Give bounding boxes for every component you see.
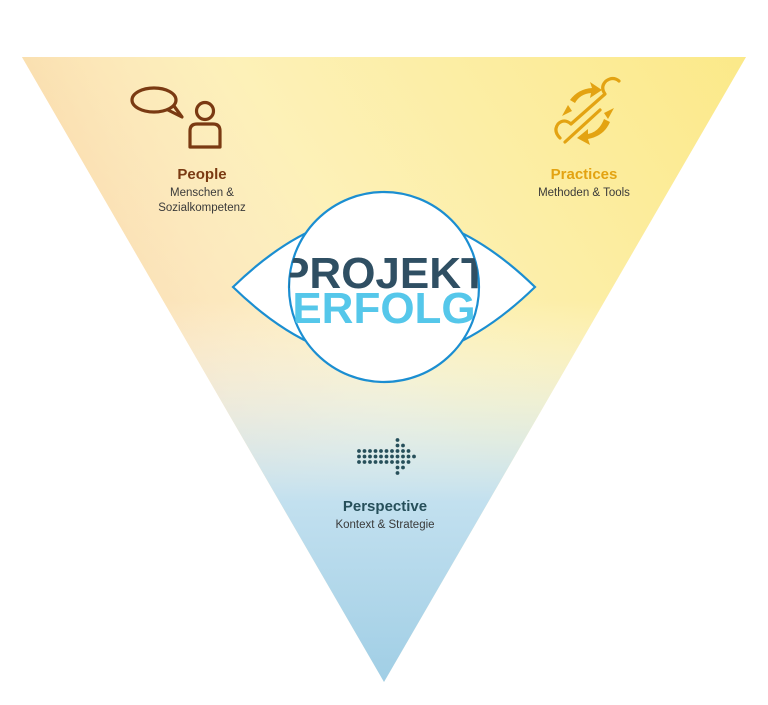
arrow-dot bbox=[384, 449, 389, 453]
arrow-dot bbox=[395, 454, 400, 459]
arrow-dot bbox=[357, 454, 361, 459]
arrow-dot bbox=[390, 449, 394, 453]
arrow-dot bbox=[373, 449, 378, 453]
arrow-dot bbox=[379, 454, 383, 459]
perspective-subtitle: Kontext & Strategie bbox=[335, 519, 434, 531]
practices-title: Practices bbox=[551, 166, 618, 183]
arrow-dot bbox=[379, 449, 383, 453]
dotted-arrow-icon bbox=[357, 438, 416, 475]
arrow-dot bbox=[384, 460, 389, 464]
arrow-dot bbox=[401, 443, 405, 448]
arrow-dot bbox=[362, 449, 367, 453]
people-subtitle-line2: Sozialkompetenz bbox=[158, 202, 246, 214]
arrow-dot bbox=[368, 449, 372, 453]
arrow-dot bbox=[362, 454, 367, 459]
eye-iris bbox=[287, 190, 481, 384]
people-subtitle-line1: Menschen & bbox=[170, 187, 234, 199]
arrow-dot bbox=[401, 465, 405, 470]
arrow-dot bbox=[395, 449, 400, 453]
people-title: People bbox=[177, 166, 226, 183]
arrow-dot bbox=[401, 460, 405, 464]
center-word-erfolg: ERFOLG bbox=[292, 284, 475, 333]
center-word-projekt: PROJEKT bbox=[280, 249, 488, 298]
perspective-title: Perspective bbox=[343, 498, 427, 515]
arrow-dot bbox=[362, 460, 367, 464]
arrow-dot bbox=[406, 454, 411, 459]
arrow-dot bbox=[373, 454, 378, 459]
arrow-dot bbox=[406, 449, 411, 453]
arrow-dot bbox=[401, 449, 405, 453]
arrow-dot bbox=[395, 465, 400, 470]
arrow-dot bbox=[395, 471, 400, 475]
arrow-dot bbox=[373, 460, 378, 464]
arrow-dot bbox=[395, 443, 400, 448]
arrow-dot bbox=[357, 449, 361, 453]
arrow-dot bbox=[395, 460, 400, 464]
arrow-dot bbox=[390, 460, 394, 464]
arrow-dot bbox=[395, 438, 400, 442]
arrow-dot bbox=[412, 454, 416, 459]
arrow-dot bbox=[406, 460, 411, 464]
arrow-dot bbox=[357, 460, 361, 464]
eye-symbol: PROJEKT ERFOLG bbox=[231, 190, 537, 384]
arrow-dot bbox=[401, 454, 405, 459]
practices-subtitle: Methoden & Tools bbox=[538, 187, 630, 199]
arrow-dot bbox=[368, 460, 372, 464]
arrow-dot bbox=[368, 454, 372, 459]
arrow-dot bbox=[390, 454, 394, 459]
arrow-dot bbox=[379, 460, 383, 464]
arrow-dot bbox=[384, 454, 389, 459]
wrench-cycle-icon bbox=[554, 76, 621, 145]
person-speech-bubble-icon bbox=[130, 86, 222, 149]
